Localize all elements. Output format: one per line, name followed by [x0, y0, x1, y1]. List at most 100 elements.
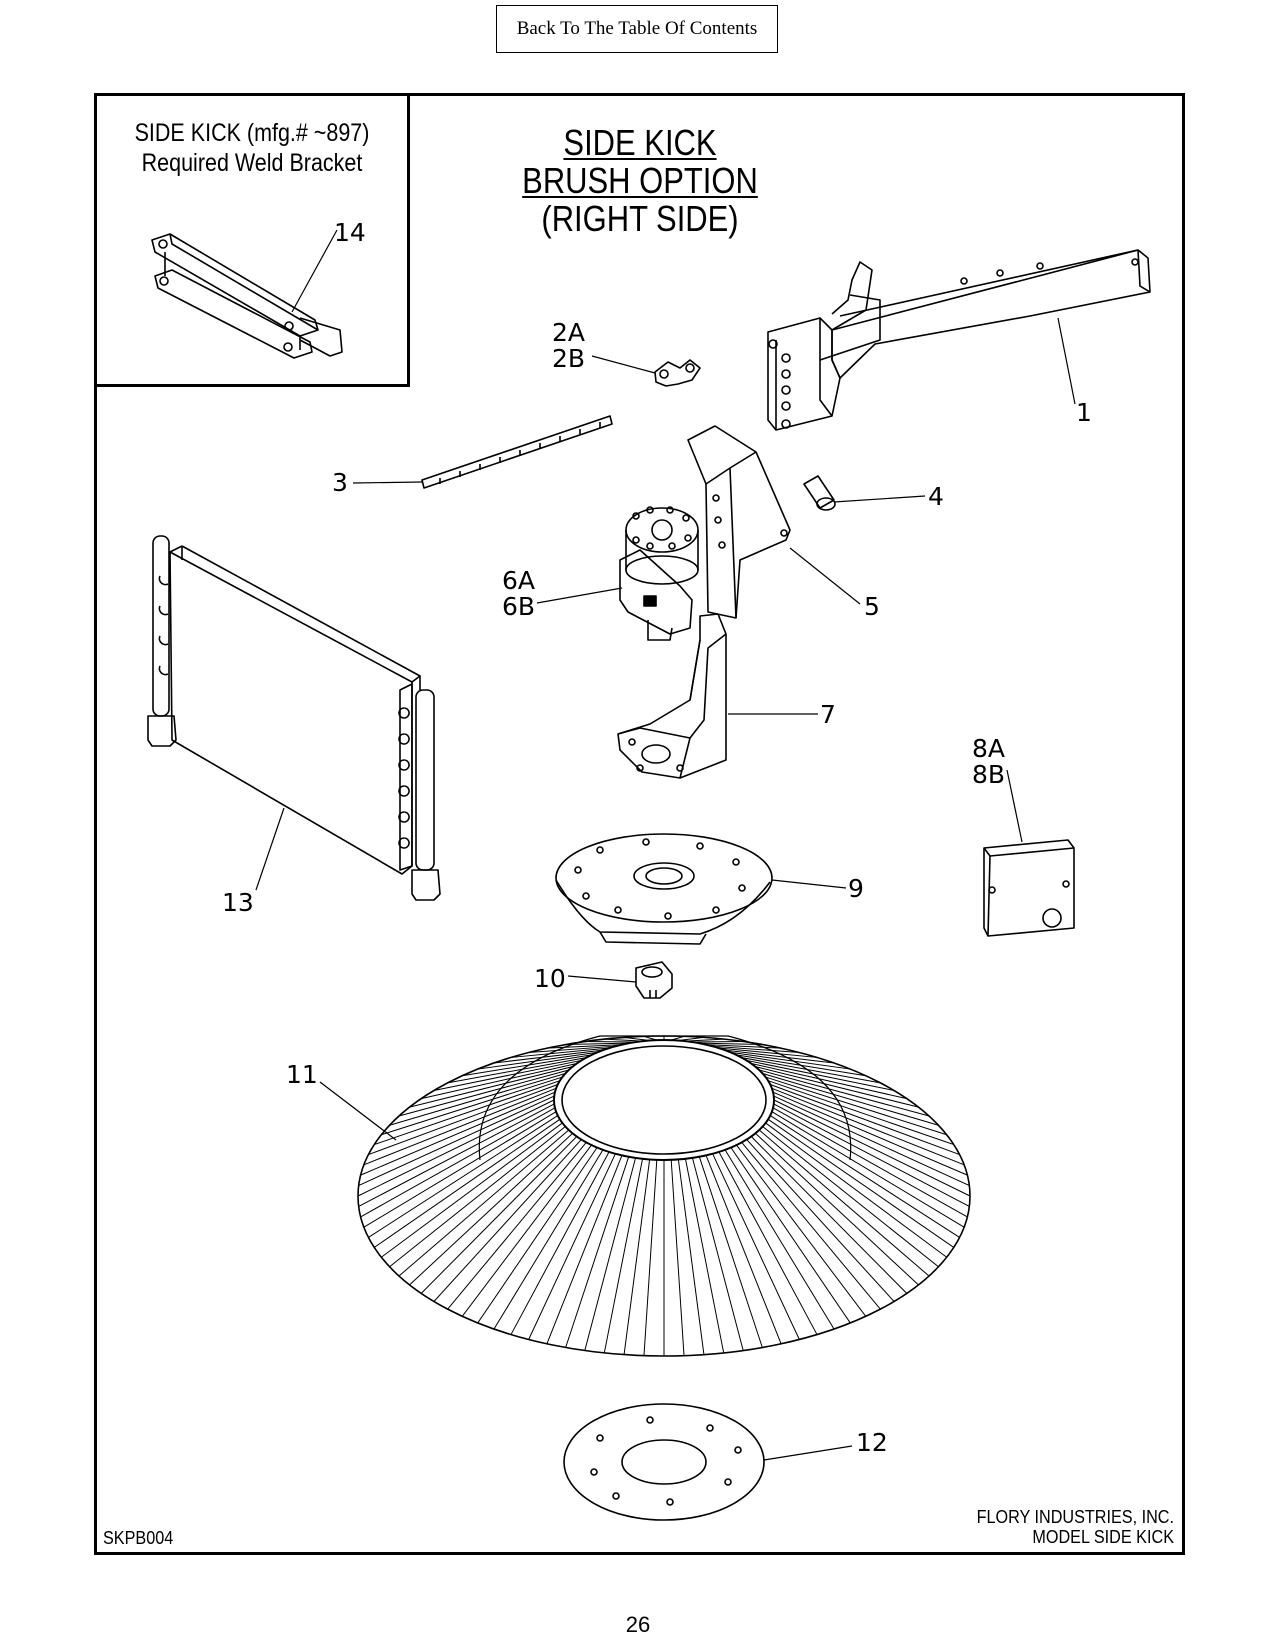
bristle-line: [360, 1091, 556, 1176]
bristle-line: [623, 1159, 651, 1355]
spacer-part-4: [803, 475, 836, 511]
weld-bracket-part-14: [151, 233, 343, 359]
bristle-line: [692, 1040, 744, 1043]
bristle-line: [712, 1153, 800, 1340]
bristle-line: [368, 1115, 559, 1238]
motor-mount-part-5: [687, 425, 791, 619]
bristle-line: [462, 1054, 592, 1077]
bristle-line: [762, 1072, 939, 1126]
callout-2: 2A 2B: [552, 318, 586, 373]
leader-10: [567, 975, 637, 983]
bristle-line: [677, 1159, 705, 1355]
bristle-line: [380, 1122, 563, 1258]
drawing-frame: [94, 93, 1185, 1555]
leader-5: [789, 547, 861, 605]
bristle-line: [546, 1155, 623, 1345]
bristle-line: [398, 1069, 569, 1117]
footer-company-block: FLORY INDUSTRIES, INC. MODEL SIDE KICK: [909, 1507, 1174, 1547]
bristle-line: [718, 1151, 818, 1335]
bristle-line: [510, 1047, 610, 1058]
bristle-line: [510, 1151, 610, 1335]
callout-13: 13: [222, 888, 254, 917]
bristle-line: [725, 1049, 835, 1064]
bristle-line: [684, 1158, 725, 1354]
bristle-line: [724, 1149, 835, 1330]
bristle-line: [767, 1118, 955, 1248]
bristle-line: [771, 1087, 965, 1166]
bristle-line: [750, 1136, 908, 1294]
leader-1: [1057, 317, 1076, 405]
bristle-line: [705, 1155, 782, 1345]
bristle-line: [741, 1142, 881, 1310]
title-line3: (RIGHT SIDE): [541, 198, 739, 239]
bristle-line: [698, 1156, 763, 1348]
bristle-line: [770, 1084, 960, 1156]
bristle-line: [358, 1095, 555, 1186]
leader-14: [291, 229, 338, 313]
back-to-toc-link[interactable]: Back To The Table Of Contents: [496, 5, 778, 53]
bristle-line: [765, 1122, 948, 1258]
callout-7: 7: [820, 700, 836, 729]
bristle-line: [762, 1126, 939, 1268]
chain-link-part-2: [654, 359, 701, 387]
bristle-line: [623, 1036, 650, 1042]
bristle-line: [671, 1035, 685, 1041]
bristle-line: [643, 1035, 657, 1041]
bristle-line: [712, 1045, 800, 1053]
leader-6: [536, 587, 623, 604]
bristle-line: [373, 1118, 561, 1248]
page-title: SIDE KICK BRUSH OPTION (RIGHT SIDE): [508, 124, 773, 238]
bristle-line: [357, 1099, 555, 1197]
bristle-line: [746, 1059, 895, 1091]
bristle-line: [771, 1111, 965, 1228]
bristle-line: [493, 1049, 603, 1064]
bristle-line: [755, 1066, 919, 1108]
leader-9: [771, 879, 847, 889]
bristle-line: [736, 1144, 867, 1317]
inset-title: SIDE KICK (mfg.# ~897) Required Weld Bra…: [119, 118, 386, 178]
bristle-line: [421, 1062, 577, 1100]
callout-5: 5: [864, 592, 880, 621]
bristle-line: [670, 1159, 685, 1356]
brush-bracket-part-7: [617, 613, 727, 779]
bristle-line: [706, 1044, 782, 1049]
brush-part-11: [357, 1035, 971, 1357]
bristle-line: [751, 1062, 907, 1100]
roller-chain-part-3: [421, 415, 613, 489]
callout-12: 12: [856, 1428, 888, 1457]
title-line2: BRUSH OPTION: [522, 160, 758, 201]
bristle-line: [360, 1107, 556, 1218]
bristle-line: [363, 1111, 557, 1228]
bristle-line: [477, 1051, 598, 1070]
bristle-line: [759, 1069, 930, 1117]
lock-collar-part-10: [635, 961, 673, 999]
bristle-line: [565, 1156, 630, 1348]
bristle-line: [773, 1099, 971, 1197]
callout-9: 9: [848, 874, 864, 903]
bristle-line: [685, 1038, 724, 1042]
bristle-line: [493, 1149, 604, 1330]
bristle-line: [381, 1076, 563, 1136]
callout-3: 3: [332, 468, 348, 497]
bristle-line: [420, 1136, 578, 1294]
bristle-line: [389, 1072, 566, 1126]
bristle-line: [769, 1115, 960, 1238]
bristle-line: [730, 1147, 851, 1324]
bristle-line: [374, 1080, 561, 1146]
bristle-line: [363, 1087, 557, 1166]
bristle-line: [603, 1158, 644, 1354]
bristle-line: [358, 1103, 555, 1207]
bristle-line: [699, 1042, 763, 1045]
page-number: 26: [625, 1612, 651, 1637]
bristle-line: [765, 1076, 947, 1136]
callout-14: 14: [334, 218, 366, 247]
title-line1: SIDE KICK: [563, 122, 717, 163]
callout-11: 11: [286, 1060, 318, 1089]
footer-company: FLORY INDUSTRIES, INC.: [976, 1507, 1174, 1527]
leader-11: [319, 1081, 397, 1141]
bristle-line: [409, 1132, 573, 1286]
bristle-line: [433, 1059, 582, 1091]
bristle-line: [755, 1132, 919, 1286]
leader-2: [591, 355, 656, 374]
